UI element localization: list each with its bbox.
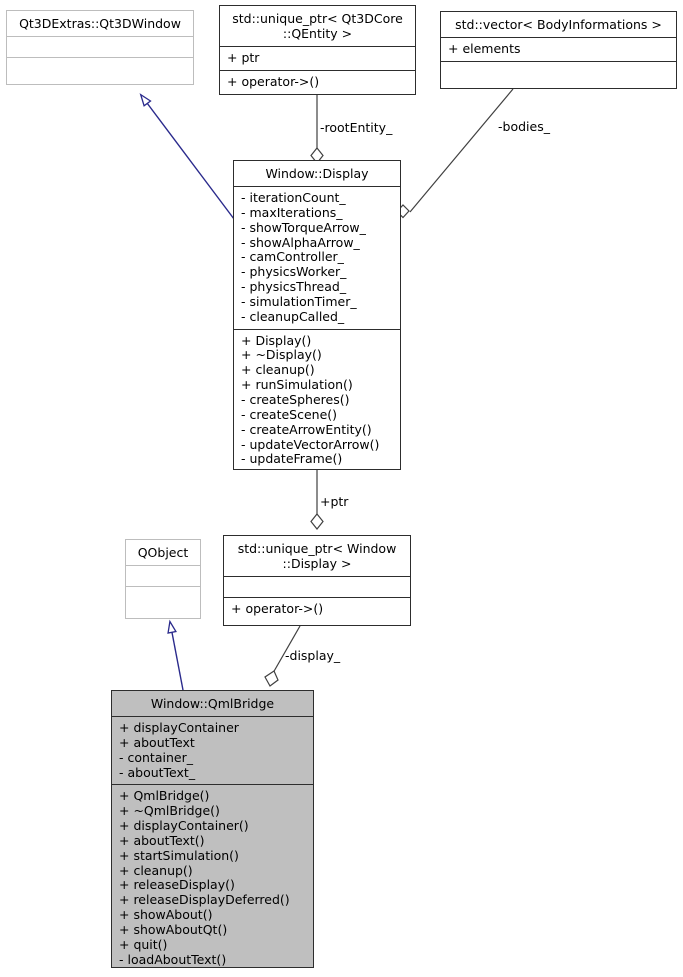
class-separator [224,597,410,598]
class-title-unique-ptr-display: std::unique_ptr< Window ::Display > [237,541,397,571]
class-member-row: - physicsWorker_ [241,264,347,280]
class-member-row: + operator->() [231,601,324,616]
class-title-qt3dwindow: Qt3DExtras::Qt3DWindow [19,16,181,31]
class-member-row: + runSimulation() [241,377,353,393]
class-member-row: - updateFrame() [241,451,343,467]
class-title-qmlbridge: Window::QmlBridge [150,696,275,711]
class-member-row: + cleanup() [241,362,315,378]
class-attributes-display: - iterationCount_- maxIterations_- showT… [234,187,400,329]
class-member-row: + ptr [227,50,260,65]
class-attributes-unique-ptr-display [224,577,410,597]
class-box-unique-ptr-display[interactable]: std::unique_ptr< Window ::Display > + op… [223,535,411,626]
class-attributes-unique-ptr-qentity: + ptr [220,47,415,70]
class-member-row: - updateVectorArrow() [241,436,380,452]
class-box-qt3dwindow[interactable]: Qt3DExtras::Qt3DWindow [6,10,194,85]
class-member-row: - createSpheres() [241,391,350,407]
class-member-row: + ~Display() [241,347,322,363]
class-title-display: Window::Display [265,166,369,181]
class-member-row: + releaseDisplayDeferred() [119,892,290,908]
edge-display-ref [264,625,301,687]
class-member-row: - showAlphaArrow_ [241,234,360,250]
class-member-row: - cleanupCalled_ [241,308,345,324]
class-member-row: + quit() [119,936,168,952]
class-box-qmlbridge[interactable]: Window::QmlBridge + displayContainer+ ab… [111,690,314,968]
class-box-vector-bodyinformations[interactable]: std::vector< BodyInformations > + elemen… [440,11,677,89]
edge-display-inherits-qt3dwindow [139,93,235,220]
class-attributes-qobject [126,566,200,586]
class-member-row: + displayContainer() [119,818,249,834]
edge-label-ptr: +ptr [320,494,349,509]
edge-label-display-ref: -display_ [285,648,341,663]
class-member-row: + aboutText() [119,832,205,848]
class-member-row: + QmlBridge() [119,788,210,804]
class-separator [220,46,415,47]
class-member-row: + showAbout() [119,907,213,923]
class-box-display[interactable]: Window::Display - iterationCount_- maxIt… [233,160,401,470]
class-member-row: + startSimulation() [119,847,239,863]
class-separator [7,36,193,37]
edge-label-root-entity: -rootEntity_ [320,120,393,135]
class-member-row: + ~QmlBridge() [119,803,220,819]
class-operations-vector-bodyinformations [441,62,676,82]
class-separator [441,37,676,38]
class-operations-qobject [126,587,200,607]
class-attributes-vector-bodyinformations: + elements [441,38,676,61]
class-operations-unique-ptr-display: + operator->() [224,598,410,621]
class-attributes-qmlbridge: + displayContainer+ aboutText- container… [112,717,313,784]
class-box-unique-ptr-qentity[interactable]: std::unique_ptr< Qt3DCore ::QEntity > + … [219,5,416,95]
class-separator [112,784,313,786]
edge-bodies [396,88,514,219]
class-member-row: - showTorqueArrow_ [241,219,366,235]
class-separator [441,60,676,62]
class-operations-qt3dwindow [7,58,193,78]
class-member-row: + elements [448,41,521,56]
class-separator [7,57,193,58]
class-member-row: + cleanup() [119,862,193,878]
class-separator [112,716,313,717]
class-member-row: - loadAboutText() [119,951,227,967]
class-member-row: + operator->() [227,73,320,89]
edge-label-bodies: -bodies_ [498,119,550,134]
class-member-row: + Display() [241,332,312,348]
class-separator [220,69,415,71]
class-attributes-qt3dwindow [7,37,193,57]
edge-ptr [310,470,324,530]
class-member-row: - container_ [119,749,193,765]
class-separator [126,586,200,587]
class-member-row: + releaseDisplay() [119,877,235,893]
class-separator [126,565,200,566]
class-member-row: - maxIterations_ [241,204,343,220]
class-separator [224,576,410,577]
class-title-vector-bodyinformations: std::vector< BodyInformations > [455,17,662,32]
class-member-row: - aboutText_ [119,764,196,780]
class-member-row: - physicsThread_ [241,279,347,295]
class-member-row: + displayContainer [119,720,239,735]
class-operations-qmlbridge: + QmlBridge()+ ~QmlBridge()+ displayCont… [112,785,313,971]
class-title-unique-ptr-qentity: std::unique_ptr< Qt3DCore ::QEntity > [232,11,403,41]
class-member-row: + aboutText [119,734,195,750]
class-separator [234,328,400,330]
class-separator [234,186,400,187]
edge-qmlbridge-inherits-qobject [167,619,184,691]
class-operations-unique-ptr-qentity: + operator->() [220,71,415,94]
class-member-row: - createArrowEntity() [241,421,372,437]
class-member-row: + showAboutQt() [119,921,228,937]
class-title-qobject: QObject [137,545,189,560]
class-box-qobject[interactable]: QObject [125,539,201,619]
class-member-row: - iterationCount_ [241,190,346,205]
class-member-row: - createScene() [241,406,338,422]
class-operations-display: + Display()+ ~Display()+ cleanup()+ runS… [234,330,400,472]
class-member-row: - simulationTimer_ [241,293,357,309]
class-member-row: - camController_ [241,249,344,265]
